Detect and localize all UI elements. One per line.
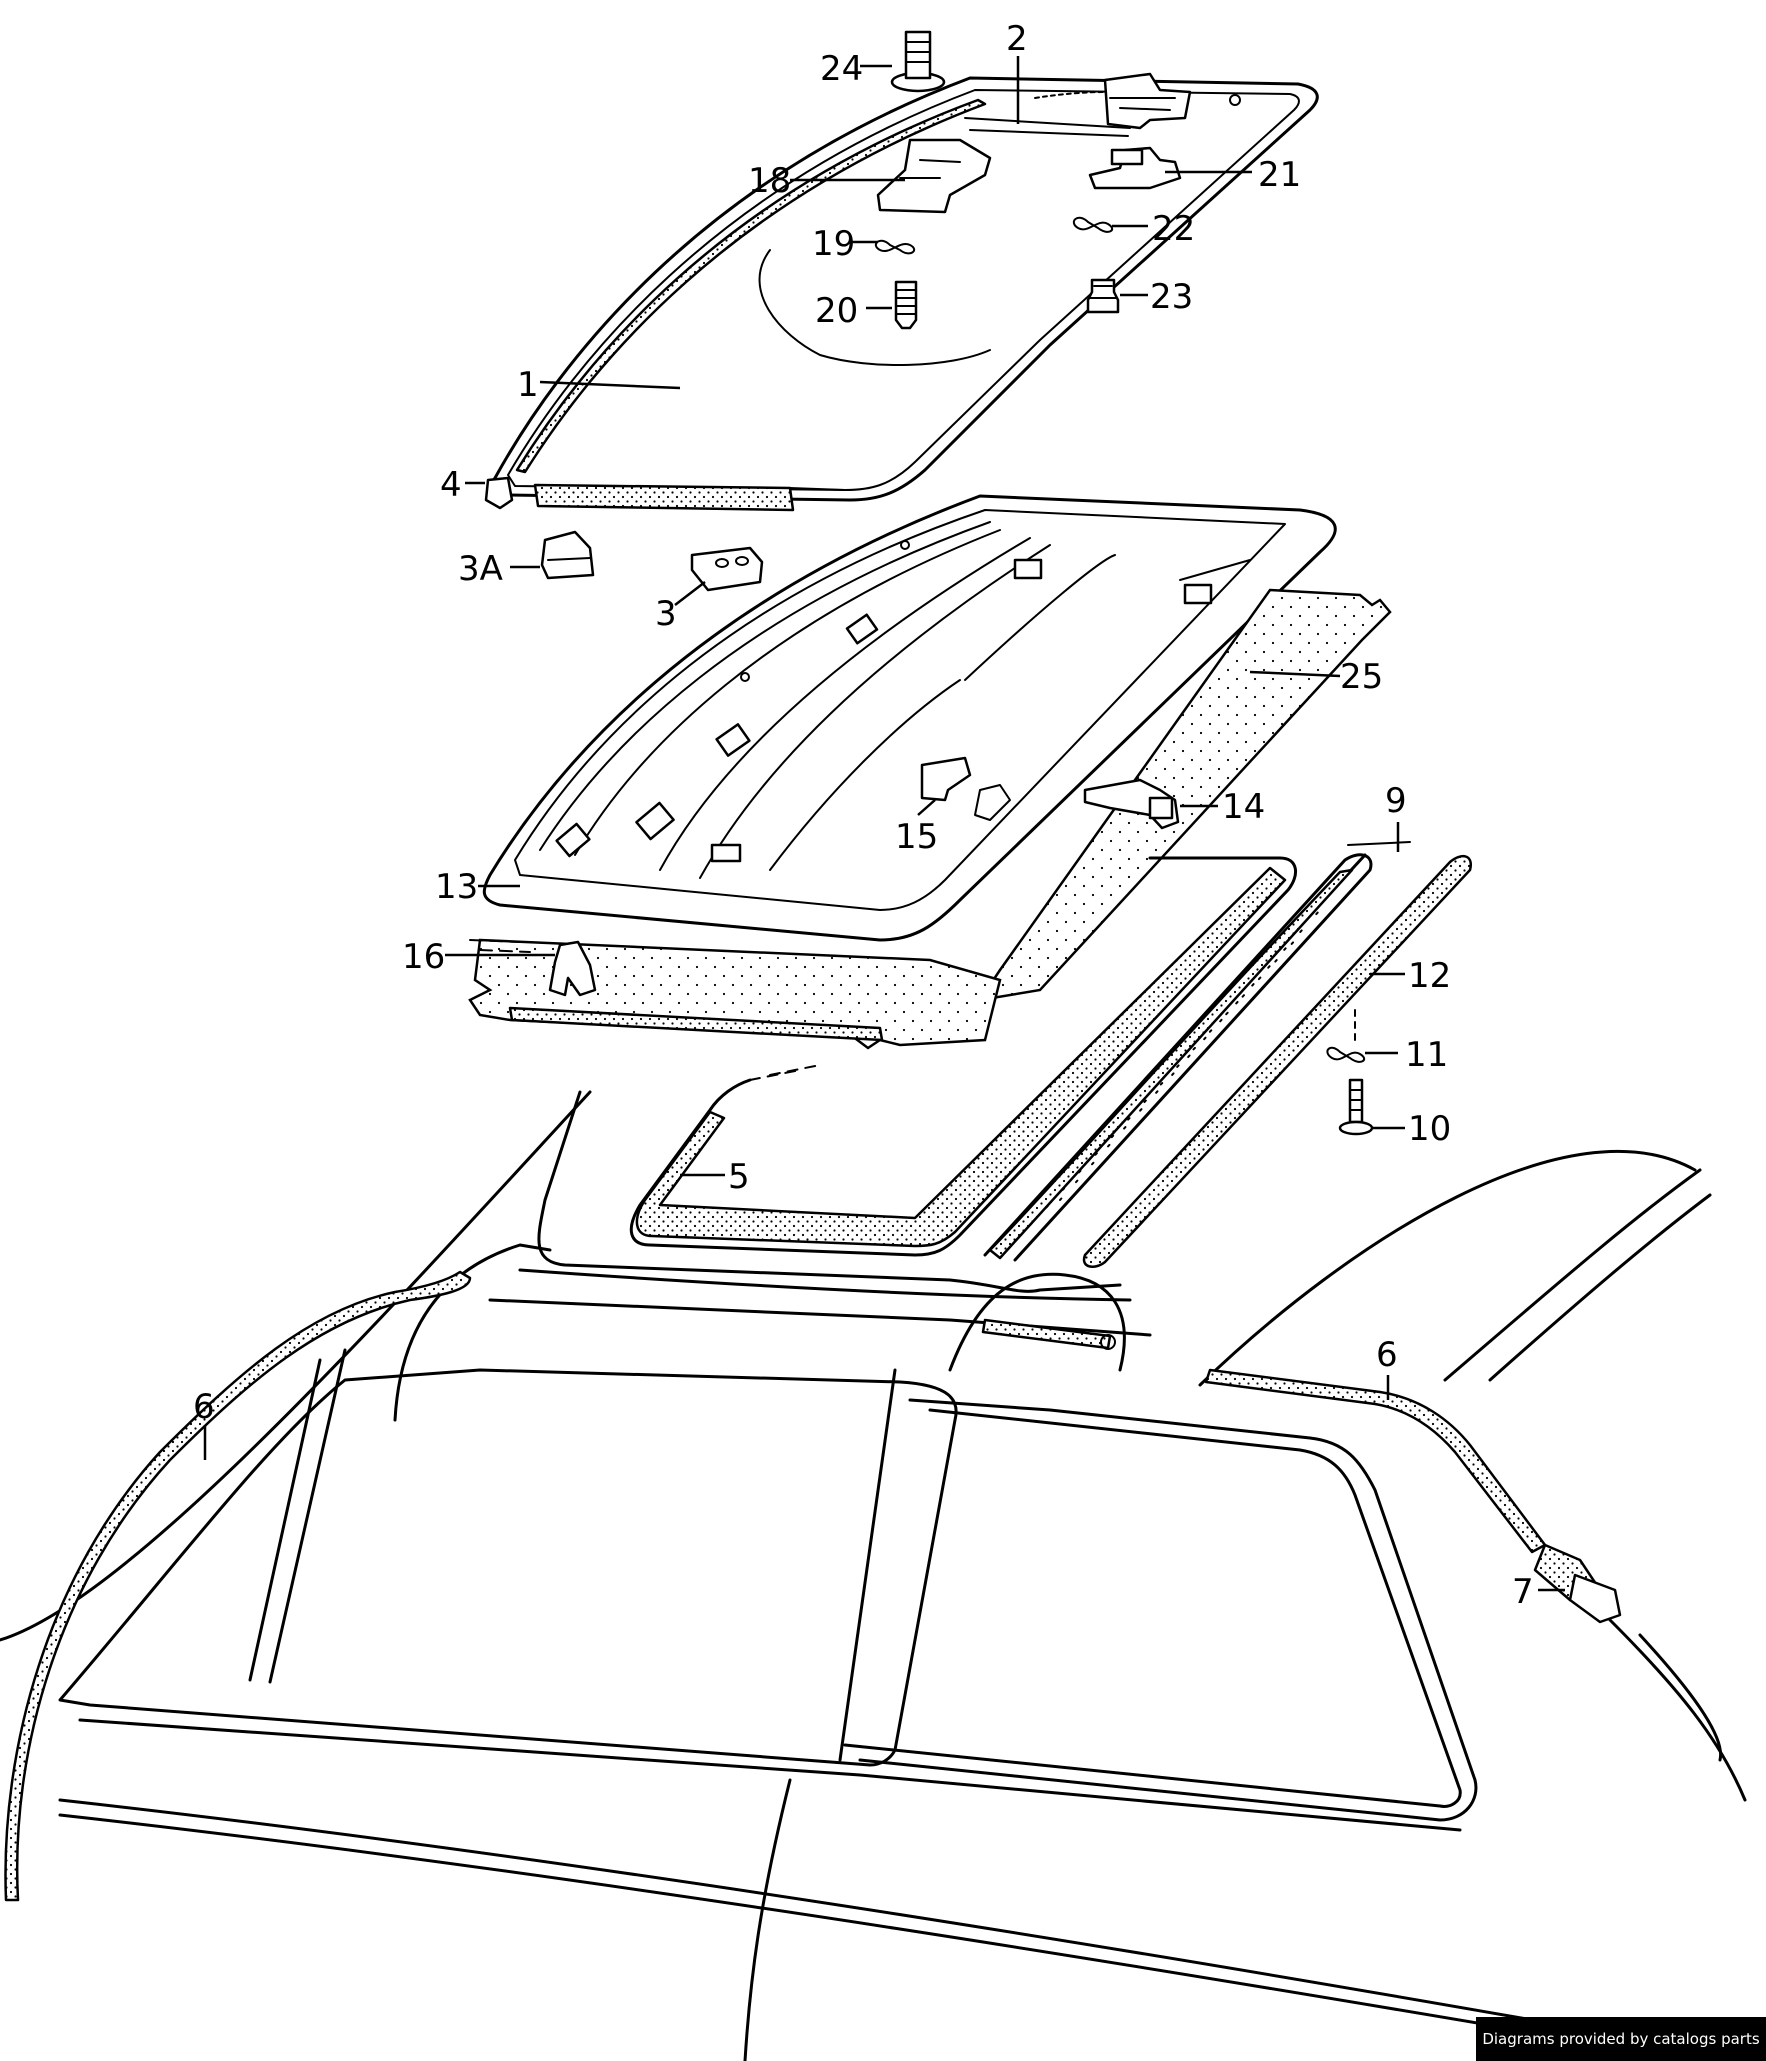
callout-25: 25 xyxy=(1340,657,1383,697)
part-22-ring xyxy=(1072,216,1114,233)
callout-1: 1 xyxy=(517,365,539,405)
part-10-screw xyxy=(1338,1078,1374,1136)
glass-panel xyxy=(489,76,1319,512)
callout-5: 5 xyxy=(728,1157,750,1197)
callout-11: 11 xyxy=(1405,1035,1448,1075)
part-4-clip xyxy=(484,476,514,510)
callout-6-left: 6 xyxy=(193,1387,215,1427)
callout-22: 22 xyxy=(1152,209,1195,249)
credit-badge: Diagrams provided by catalogs parts xyxy=(1476,2017,1766,2061)
callout-12: 12 xyxy=(1408,956,1451,996)
part-3-block xyxy=(690,546,764,592)
part-14-bracket xyxy=(1083,778,1180,830)
part-19-ring xyxy=(874,239,916,255)
part-3a-block xyxy=(540,530,595,580)
callout-15: 15 xyxy=(895,817,938,857)
callout-10: 10 xyxy=(1408,1109,1451,1149)
part-16-clip xyxy=(548,940,597,997)
callout-19: 19 xyxy=(812,224,855,264)
part-21-lever xyxy=(1088,146,1182,190)
callout-6-right: 6 xyxy=(1376,1335,1398,1375)
callout-16: 16 xyxy=(402,937,445,977)
callout-13: 13 xyxy=(435,867,478,907)
part-20-screw xyxy=(894,280,918,330)
callout-3a: 3A xyxy=(458,549,503,589)
callout-18: 18 xyxy=(748,161,791,201)
part-12-seal xyxy=(1082,841,1473,1268)
part-9-seal xyxy=(983,853,1373,1262)
sunroof-frame xyxy=(482,494,1337,942)
callout-7: 7 xyxy=(1512,1572,1534,1612)
callout-14: 14 xyxy=(1222,787,1265,827)
callout-2: 2 xyxy=(1006,19,1028,59)
part-11-ring xyxy=(1326,1046,1366,1063)
callout-9: 9 xyxy=(1385,781,1407,821)
part-23-nut xyxy=(1086,278,1120,314)
part-24-screw xyxy=(890,30,946,93)
part-18-guide-plate xyxy=(876,138,992,214)
callout-23: 23 xyxy=(1150,277,1193,317)
callout-20: 20 xyxy=(815,291,858,331)
part-15-bracket xyxy=(920,756,972,802)
callout-4: 4 xyxy=(440,465,462,505)
vehicle-roof-body xyxy=(0,1090,1747,2061)
callout-21: 21 xyxy=(1258,155,1301,195)
callout-labels: 24 2 18 21 19 22 20 23 1 4 3A 3 25 14 15… xyxy=(193,19,1565,1612)
drain-channel-frame xyxy=(629,856,1297,1257)
callout-3: 3 xyxy=(655,594,677,634)
callout-24: 24 xyxy=(820,49,863,89)
part-7-end-cap xyxy=(1533,1543,1622,1624)
part-2-guide-bracket xyxy=(964,72,1241,137)
headliner-panel xyxy=(468,588,1392,1050)
